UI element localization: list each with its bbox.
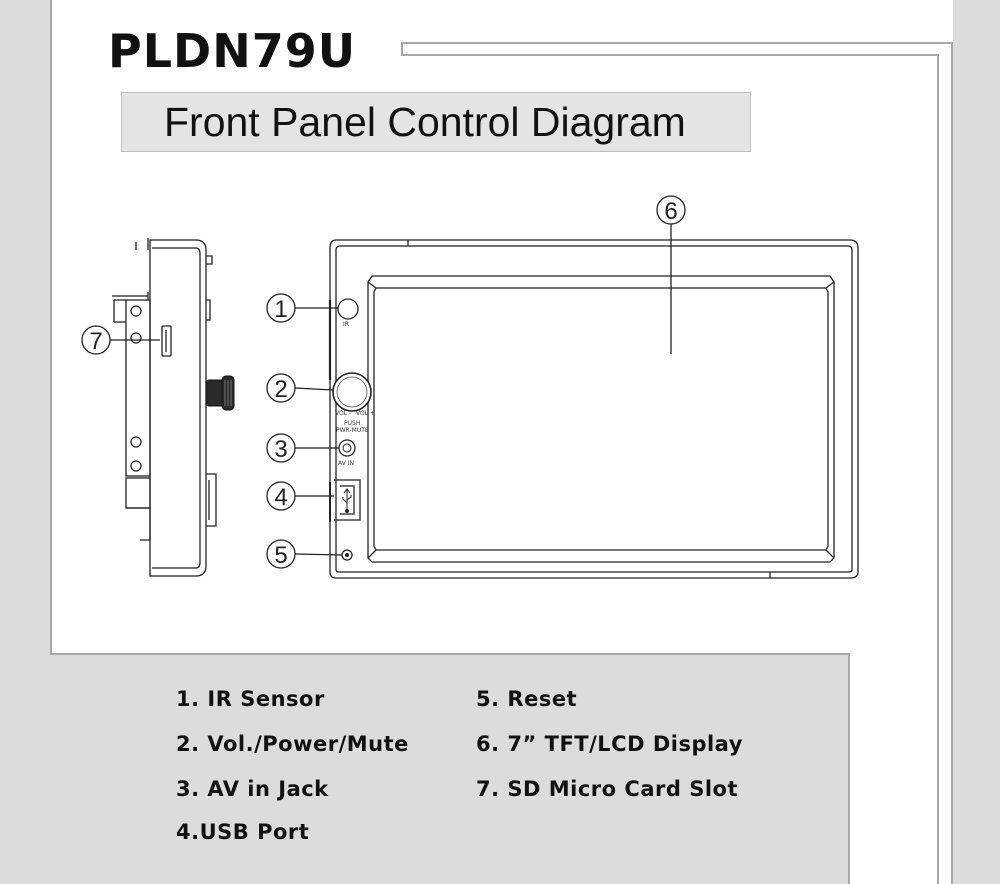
ir-label: IR (343, 321, 349, 328)
legend-item-reset: 5. Reset (476, 687, 578, 711)
legend-item-usb-port: 4.USB Port (176, 820, 310, 844)
legend-item-av-in-jack: 3. AV in Jack (176, 777, 329, 801)
callout-number-4: 4 (274, 484, 287, 511)
callout-2: 2 (266, 373, 334, 403)
callout-5: 5 (266, 539, 343, 569)
callout-3: 3 (266, 433, 339, 463)
reset-button (341, 549, 353, 561)
legend-item-lcd-display: 6. 7” TFT/LCD Display (476, 732, 743, 756)
frame-left-line (50, 0, 52, 655)
frame-right-line (951, 42, 953, 884)
frame-bottom-line (50, 653, 850, 655)
av-in-jack (338, 439, 356, 457)
callout-number-1: 1 (274, 296, 287, 323)
frame-right-band (953, 0, 1000, 884)
vol-minus-label: VOL - (335, 410, 351, 417)
callout-1: 1 (266, 293, 338, 323)
frame-bottom-right-line (848, 653, 850, 884)
av-in-label: AV IN (338, 460, 354, 467)
callout-number-3: 3 (274, 436, 287, 463)
usb-icon (342, 488, 352, 513)
subtitle-box (121, 92, 751, 152)
callout-number-2: 2 (274, 376, 287, 403)
model-title: PLDN79U (108, 24, 357, 78)
title-rule-inner (403, 54, 939, 56)
lcd-screen (367, 275, 835, 563)
ir-sensor (337, 298, 359, 320)
callout-4: 4 (266, 481, 334, 511)
side-view (112, 238, 217, 577)
volume-knob (332, 372, 372, 412)
callout-number-5: 5 (274, 542, 287, 569)
frame-bottom-band (0, 655, 850, 884)
legend-item-ir-sensor: 1. IR Sensor (176, 687, 325, 711)
diagram-subtitle: Front Panel Control Diagram (164, 99, 686, 145)
callout-number-7: 7 (89, 328, 102, 355)
side-volume-knob (205, 375, 235, 411)
title-rule-top (401, 42, 953, 44)
pwr-mute-label: PWR-MUTE (336, 427, 369, 434)
vol-plus-label: VOL + (356, 410, 375, 417)
callout-6: 6 (656, 195, 686, 354)
frame-right-inner-line (937, 54, 939, 884)
usb-port (334, 479, 361, 521)
title-rule-start (401, 42, 403, 56)
callout-7: 7 (81, 325, 160, 355)
callout-number-6: 6 (664, 198, 677, 225)
front-panel-body (328, 239, 859, 579)
push-label: PUSH (344, 420, 360, 427)
legend-item-sd-card-slot: 7. SD Micro Card Slot (476, 777, 738, 801)
legend-item-vol-power-mute: 2. Vol./Power/Mute (176, 732, 409, 756)
